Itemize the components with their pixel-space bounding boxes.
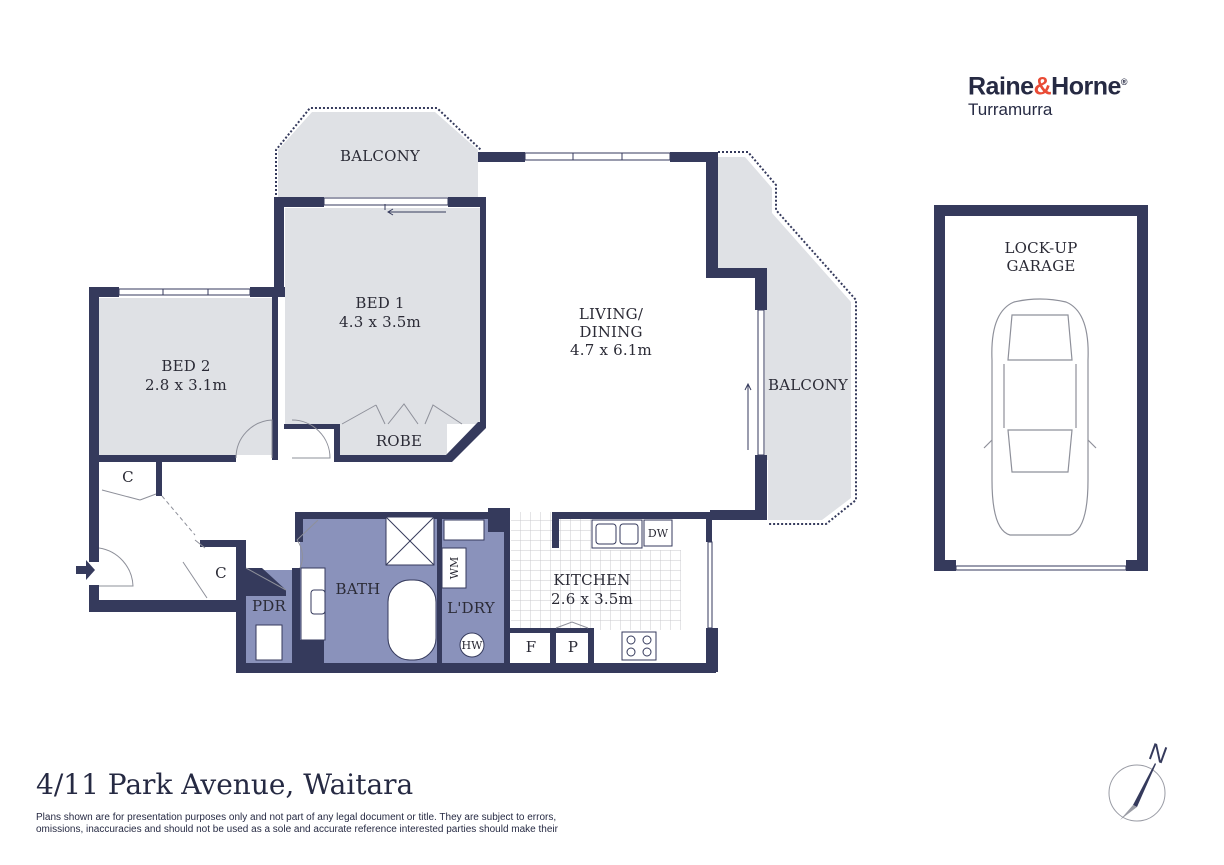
bed1-size: 4.3 x 3.5m [339,313,421,331]
cupboard-1-label: C [122,468,134,486]
sliding-doors [323,197,752,450]
bed1-label: BED 1 [355,294,404,312]
dishwasher-label: DW [648,527,669,540]
agency-ampersand: & [1033,72,1052,101]
washing-machine-label: WM [448,557,461,580]
bed2-size: 2.8 x 3.1m [145,376,227,394]
living-size: 4.7 x 6.1m [570,341,652,359]
bathtub [387,579,437,661]
bed2-label: BED 2 [161,357,210,375]
bath-label: BATH [336,580,381,598]
kitchen-label: KITCHEN [553,571,630,589]
laundry-tub [443,519,485,541]
toilet [255,624,283,661]
bed1-area [285,208,480,455]
entry-arrow [76,560,95,580]
hot-water-label: HW [462,639,484,652]
agency-logo: Raine&Horne® Turramurra [968,68,1128,120]
balcony-top-area [278,112,478,197]
living-label-line2: DINING [579,323,642,341]
agency-name: Raine&Horne® [968,72,1128,101]
washing-machine [441,547,467,589]
windows [118,152,1127,629]
pdr-label: PDR [252,597,287,615]
kitchen-tiled-area-2 [591,550,681,630]
room-labels: BALCONY BALCONY BED 1 4.3 x 3.5m BED 2 2… [122,147,1077,617]
compass-north-label: N [1145,738,1171,769]
dishwasher [643,519,673,547]
laundry-label: L'DRY [447,599,496,617]
kitchen-tiled-area [511,512,591,630]
pantry-label: P [568,638,578,656]
walls [89,152,1148,673]
balcony-top-label: BALCONY [340,147,421,165]
cooktop [621,631,657,661]
garage-label-line1: LOCK-UP [1004,239,1077,257]
fixtures [255,516,673,661]
disclaimer-text: Plans shown are for presentation purpose… [36,812,558,835]
fridge-label: F [526,638,537,656]
room-fills [99,112,851,663]
garage-label-line2: GARAGE [1006,257,1075,275]
living-label-line1: LIVING/ [579,305,644,323]
kitchen-size: 2.6 x 3.5m [551,590,633,608]
car-icon [983,298,1097,536]
property-address: 4/11 Park Avenue, Waitara [36,768,414,801]
balcony-right-label: BALCONY [768,376,849,394]
cupboard-2-label: C [215,564,227,582]
door-swings [98,403,589,629]
hot-water-unit [459,632,485,658]
robe-label: ROBE [376,432,422,450]
balcony-right-area [715,157,851,520]
bed2-area [99,298,276,455]
balcony-railings [275,107,857,525]
fixture-labels: WM HW DW F P [448,527,669,656]
compass-icon [1108,763,1166,822]
agency-office: Turramurra [968,100,1053,120]
